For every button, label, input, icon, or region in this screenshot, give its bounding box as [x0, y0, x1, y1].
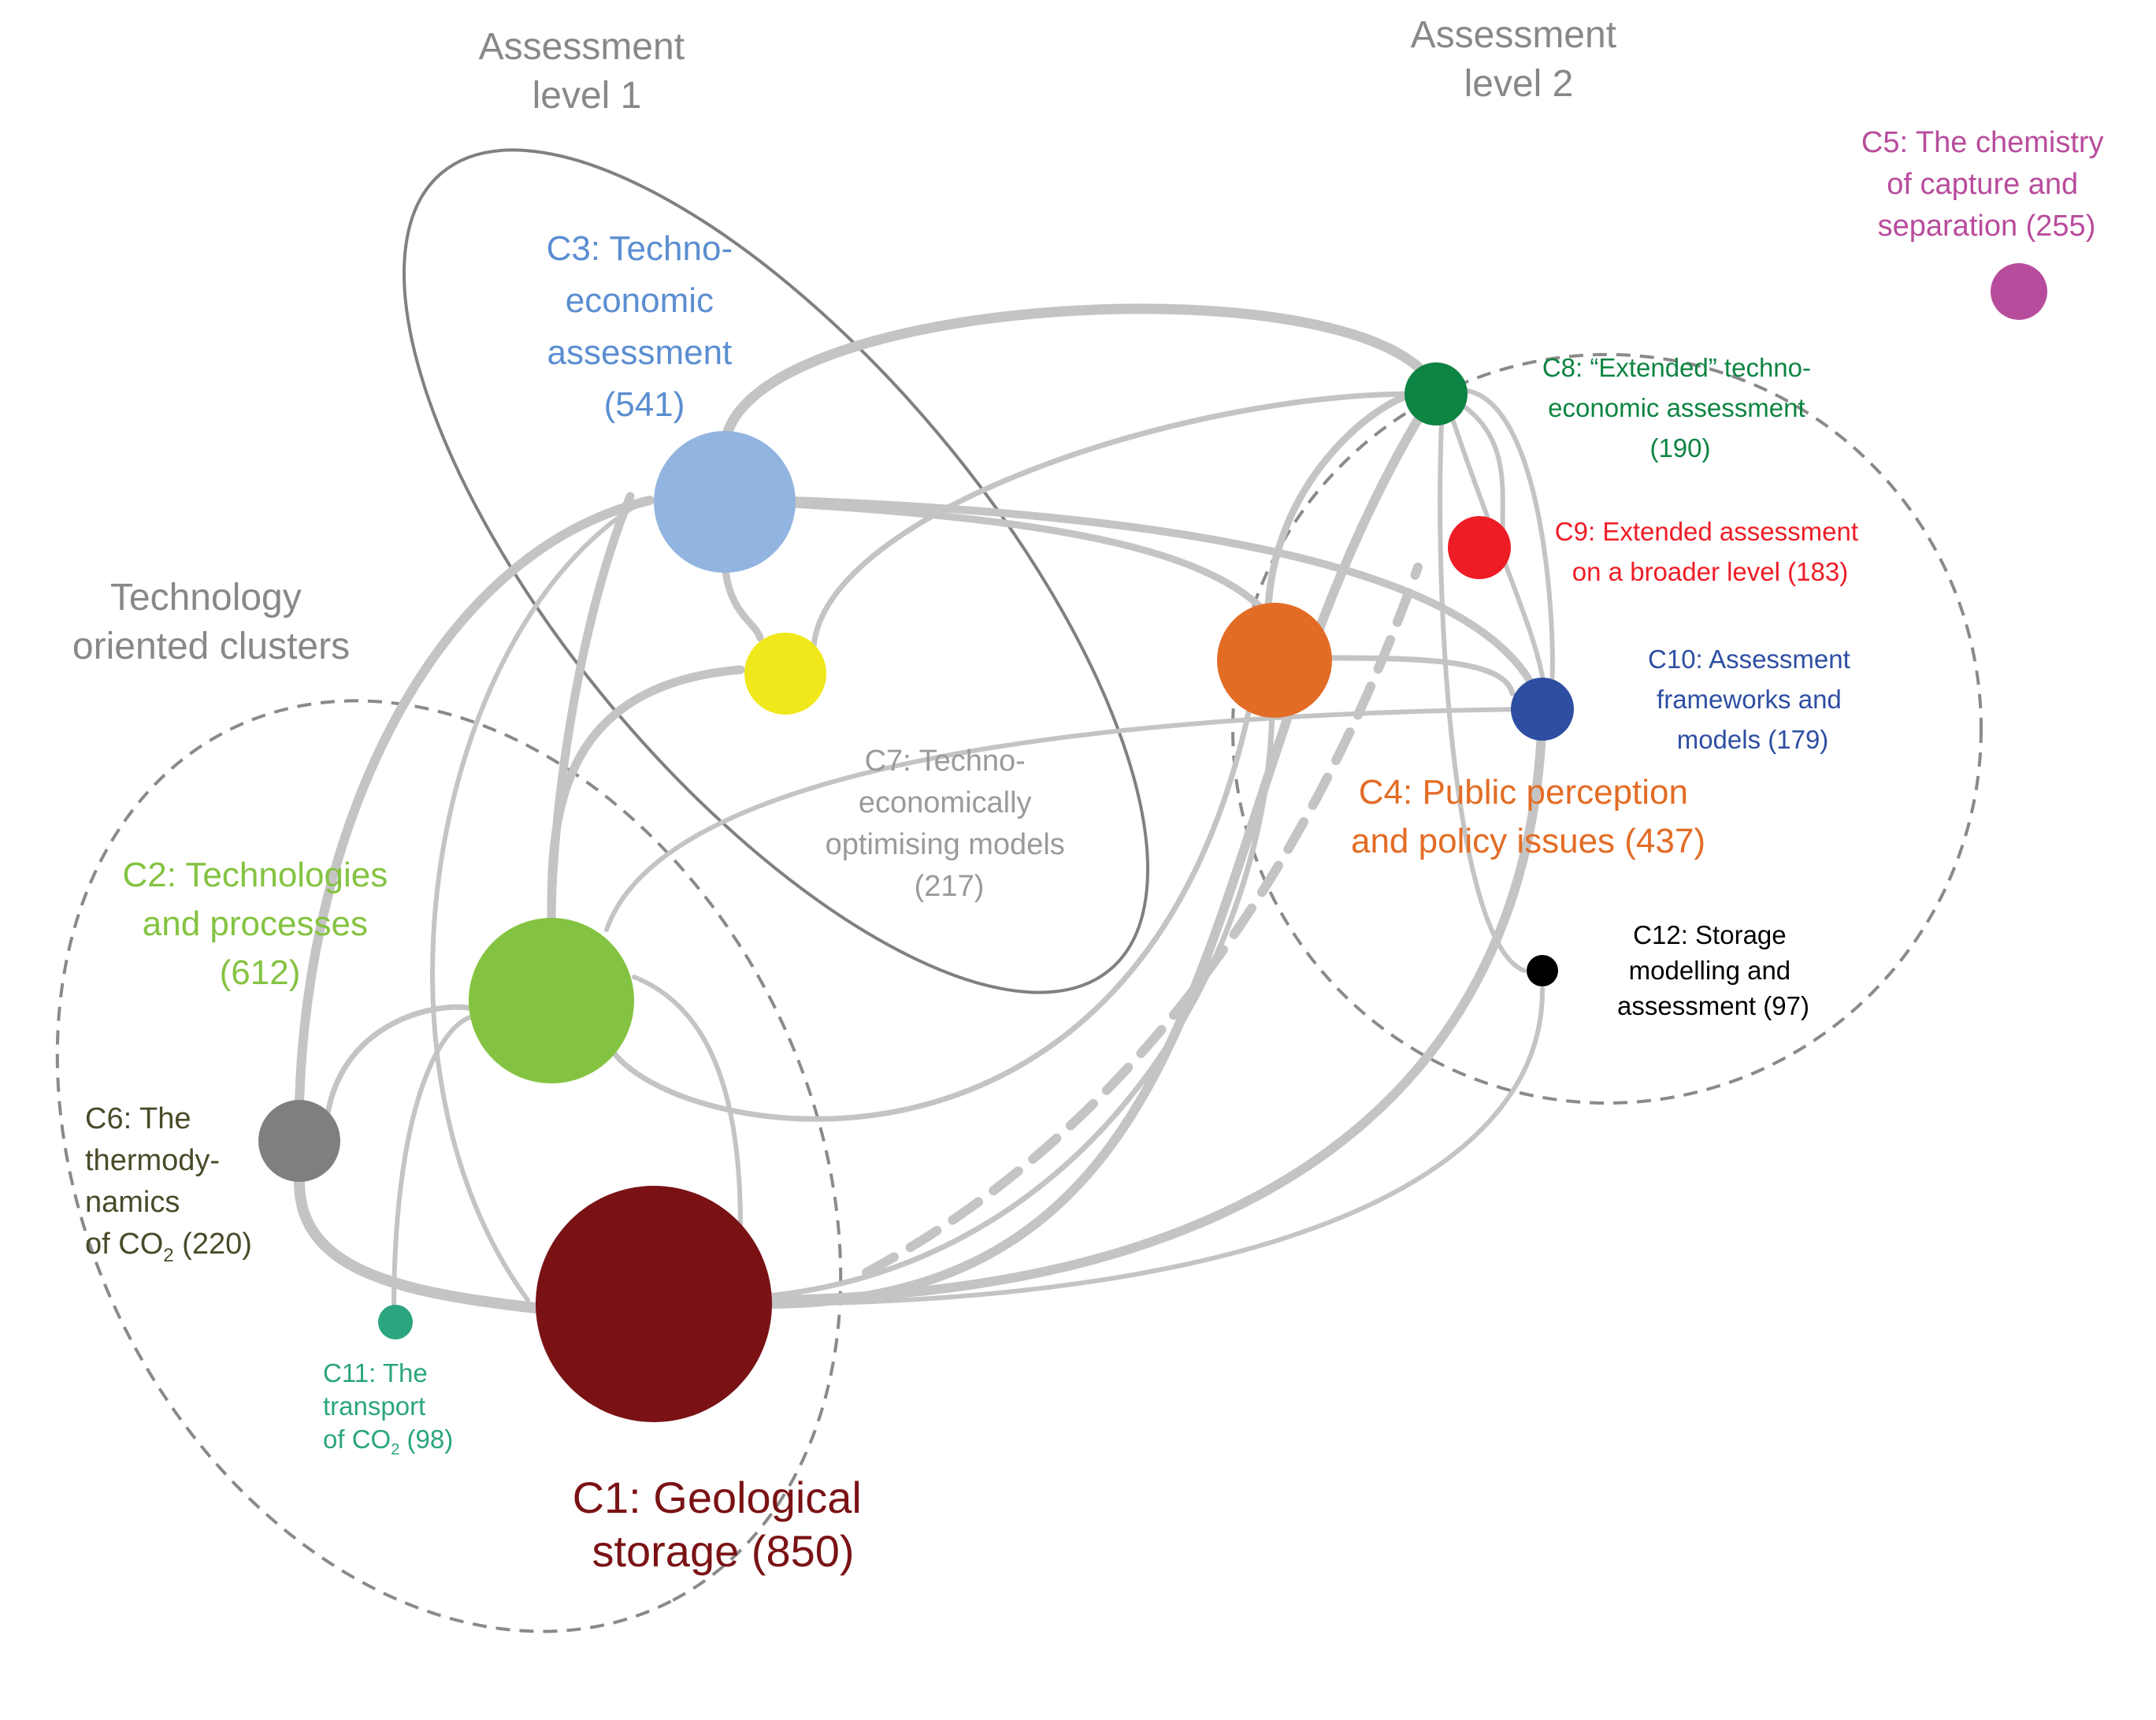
group-labels: Assessment level 1 Assessment level 2 Te… — [72, 14, 1627, 667]
edge-c4-c10 — [1328, 655, 1516, 697]
node-c5[interactable] — [1991, 263, 2047, 320]
node-c8[interactable] — [1405, 362, 1468, 425]
edge-c8-c10-a — [1459, 388, 1555, 688]
node-c6[interactable] — [258, 1100, 340, 1182]
label-c3: C3: Techno- economic assessment (541) — [547, 229, 743, 424]
node-c2[interactable] — [469, 918, 634, 1083]
edge-c7-c8 — [811, 391, 1417, 649]
node-c9[interactable] — [1448, 516, 1511, 579]
label-c5: C5: The chemistry of capture and separat… — [1861, 126, 2112, 243]
group-outlines — [55, 148, 1983, 1633]
label-c6: C6: The thermody- namics of CO2 (220) — [85, 1102, 252, 1266]
assessment-level-1-outline — [403, 148, 1149, 994]
edge-c6-c2 — [322, 1004, 476, 1138]
edge-c3-c10 — [788, 496, 1546, 713]
edge-c3-c7 — [721, 559, 764, 642]
label-c2: C2: Technologies and processes (612) — [123, 856, 398, 992]
edge-c1-c4 — [765, 698, 1275, 1299]
label-c4: C4: Public perception and policy issues … — [1351, 773, 1705, 860]
edge-c6-c1 — [294, 1176, 541, 1313]
label-c7: C7: Techno- economically optimising mode… — [826, 745, 1074, 903]
edge-c8-c12 — [1438, 419, 1527, 973]
assessment-level-1-label: Assessment level 1 — [479, 26, 696, 117]
node-c12[interactable] — [1527, 955, 1558, 986]
assessment-level-2-outline — [1231, 353, 1983, 1105]
edge-c2-c1 — [632, 975, 743, 1228]
network-edges — [294, 303, 1555, 1314]
edge-c2-c4 — [607, 698, 1254, 1122]
cluster-nodes — [258, 263, 2047, 1422]
technology-clusters-outline — [55, 699, 843, 1633]
label-c9: C9: Extended assessment on a broader lev… — [1555, 517, 1865, 586]
label-c1: C1: Geological storage (850) — [573, 1473, 874, 1576]
edge-c3-c1 — [430, 502, 640, 1302]
node-c4[interactable] — [1217, 603, 1332, 718]
node-c3[interactable] — [654, 431, 796, 573]
edge-c1-c10 — [767, 704, 1547, 1305]
edge-c3-c6 — [295, 496, 655, 1108]
node-c11[interactable] — [378, 1305, 413, 1339]
edge-c7-c2 — [547, 665, 745, 927]
label-c10: C10: Assessment frameworks and models (1… — [1648, 645, 1857, 754]
edge-c8-c10-b — [1447, 407, 1546, 688]
label-c8: C8: “Extended” techno- economic assessme… — [1542, 353, 1818, 463]
cluster-labels: C1: Geological storage (850) C2: Technol… — [85, 126, 2112, 1576]
edge-c2-c10 — [604, 707, 1531, 932]
edge-c1-c12 — [774, 986, 1546, 1306]
node-c1[interactable] — [536, 1186, 772, 1422]
edge-c4-c8 — [1264, 390, 1422, 611]
edge-c11-c2 — [391, 1014, 475, 1314]
label-c11: C11: The transport of CO2 (98) — [323, 1358, 453, 1458]
edge-c3-c8 — [719, 303, 1442, 451]
edge-c1-c9-dashed — [862, 563, 1423, 1277]
assessment-level-2-label: Assessment level 2 — [1411, 14, 1627, 105]
technology-clusters-label: Technology oriented clusters — [72, 577, 350, 667]
edge-c3-c4 — [788, 500, 1278, 626]
node-c10[interactable] — [1511, 678, 1574, 741]
node-c7[interactable] — [744, 633, 826, 715]
label-c12: C12: Storage modelling and assessment (9… — [1617, 920, 1809, 1020]
